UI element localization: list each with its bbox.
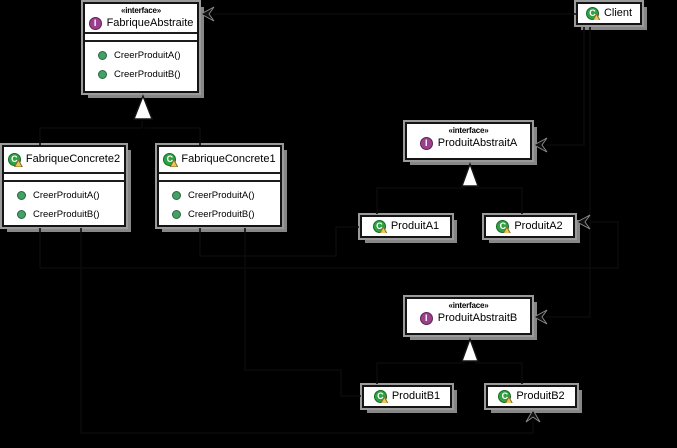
triangle-overlay-icon xyxy=(13,159,23,167)
class-name: ProduitA2 xyxy=(514,220,563,232)
edge-fabriqueconcrete1-realization xyxy=(145,127,201,146)
method-name: CreerProduitB() xyxy=(33,209,100,220)
class-name: Client xyxy=(603,7,633,19)
interface-icon: I xyxy=(419,137,433,150)
class-node-produit-a2[interactable]: C ProduitA2 xyxy=(484,215,575,238)
class-node-produit-abstrait-b[interactable]: «interface» I ProduitAbstraitB xyxy=(405,297,532,335)
public-method-icon xyxy=(172,191,181,200)
class-name: FabriqueConcrete2 xyxy=(25,153,121,165)
method-name: CreerProduitA() xyxy=(33,190,100,201)
edge-produita2-realization xyxy=(475,187,523,214)
class-icon: C xyxy=(496,220,512,233)
interface-icon: I xyxy=(88,17,102,30)
class-icon: C xyxy=(163,153,179,167)
open-arrowhead-produita2 xyxy=(576,214,591,230)
class-node-produit-b1[interactable]: C ProduitB1 xyxy=(362,385,452,408)
class-name: ProduitAbstraitB xyxy=(437,312,518,324)
realization-arrowhead-fabriqueabstraite xyxy=(132,94,154,120)
class-name: ProduitB1 xyxy=(391,390,441,402)
edge-client-produitabstraita xyxy=(546,27,585,146)
stereotype-label: «interface» xyxy=(120,6,162,15)
class-node-fabrique-concrete2[interactable]: C FabriqueConcrete2 CreerProduitA() Cree… xyxy=(2,145,126,227)
compartment-divider xyxy=(159,172,280,174)
method-name: CreerProduitB() xyxy=(114,69,181,80)
edge-produitb1-realization xyxy=(376,362,465,384)
realization-arrowhead-produitabstraitb xyxy=(461,336,479,362)
open-arrowhead-produitabstraita xyxy=(533,137,548,153)
method-name: CreerProduitA() xyxy=(114,50,181,61)
class-name: ProduitAbstraitA xyxy=(437,137,518,149)
interface-icon: I xyxy=(419,312,433,325)
class-node-produit-a1[interactable]: C ProduitA1 xyxy=(360,215,452,238)
method-item: CreerProduitB() xyxy=(4,205,124,224)
class-node-fabrique-concrete1[interactable]: C FabriqueConcrete1 CreerProduitA() Cree… xyxy=(157,145,282,227)
method-item: CreerProduitA() xyxy=(159,186,280,205)
open-arrowhead-produitb2 xyxy=(525,409,541,423)
class-icon: C xyxy=(372,220,388,233)
method-item: CreerProduitB() xyxy=(159,205,280,224)
public-method-icon xyxy=(17,191,26,200)
edge-fabriqueconcrete1-produitb1 xyxy=(244,228,361,397)
public-method-icon xyxy=(98,70,107,79)
open-arrowhead-fabriqueabstraite xyxy=(200,6,215,22)
class-icon: C xyxy=(585,7,601,20)
open-arrowhead-produitabstraitb xyxy=(533,309,548,325)
public-method-icon xyxy=(172,210,181,219)
compartment-divider xyxy=(4,180,124,182)
triangle-overlay-icon xyxy=(591,13,601,20)
methods-compartment: CreerProduitA() CreerProduitB() xyxy=(85,42,197,84)
method-name: CreerProduitB() xyxy=(188,209,255,220)
class-node-fabrique-abstraite[interactable]: «interface» I FabriqueAbstraite CreerPro… xyxy=(83,2,199,93)
method-item: CreerProduitB() xyxy=(85,65,197,84)
methods-compartment: CreerProduitA() CreerProduitB() xyxy=(159,182,280,224)
class-node-client[interactable]: C Client xyxy=(576,2,642,25)
class-icon: C xyxy=(498,390,514,403)
compartment-divider xyxy=(85,40,197,42)
class-icon: C xyxy=(7,153,23,167)
compartment-divider xyxy=(4,172,124,174)
class-name: FabriqueConcrete1 xyxy=(181,153,276,165)
stereotype-label: «interface» xyxy=(448,126,489,135)
class-name: ProduitA1 xyxy=(390,220,440,232)
realization-arrowhead-produitabstraita xyxy=(461,161,479,187)
class-node-produit-b2[interactable]: C ProduitB2 xyxy=(486,385,577,408)
edge-fabriqueconcrete2-realization xyxy=(39,121,143,146)
compartment-divider xyxy=(85,32,197,34)
class-node-produit-abstrait-a[interactable]: «interface» I ProduitAbstraitA xyxy=(405,122,532,160)
edge-client-produitabstraitb xyxy=(546,27,591,318)
edge-produita1-realization xyxy=(376,187,465,214)
methods-compartment: CreerProduitA() CreerProduitB() xyxy=(4,182,124,224)
method-name: CreerProduitA() xyxy=(188,190,255,201)
class-name: FabriqueAbstraite xyxy=(106,17,194,29)
public-method-icon xyxy=(17,210,26,219)
edge-fabriqueconcrete1-produita1 xyxy=(199,226,359,257)
triangle-overlay-icon xyxy=(169,159,179,167)
method-item: CreerProduitA() xyxy=(85,46,197,65)
public-method-icon xyxy=(98,51,107,60)
stereotype-label: «interface» xyxy=(448,301,489,310)
class-icon: C xyxy=(373,390,389,403)
edge-produitb2-realization xyxy=(475,362,523,384)
method-item: CreerProduitA() xyxy=(4,186,124,205)
class-name: ProduitB2 xyxy=(516,390,565,402)
compartment-divider xyxy=(159,180,280,182)
